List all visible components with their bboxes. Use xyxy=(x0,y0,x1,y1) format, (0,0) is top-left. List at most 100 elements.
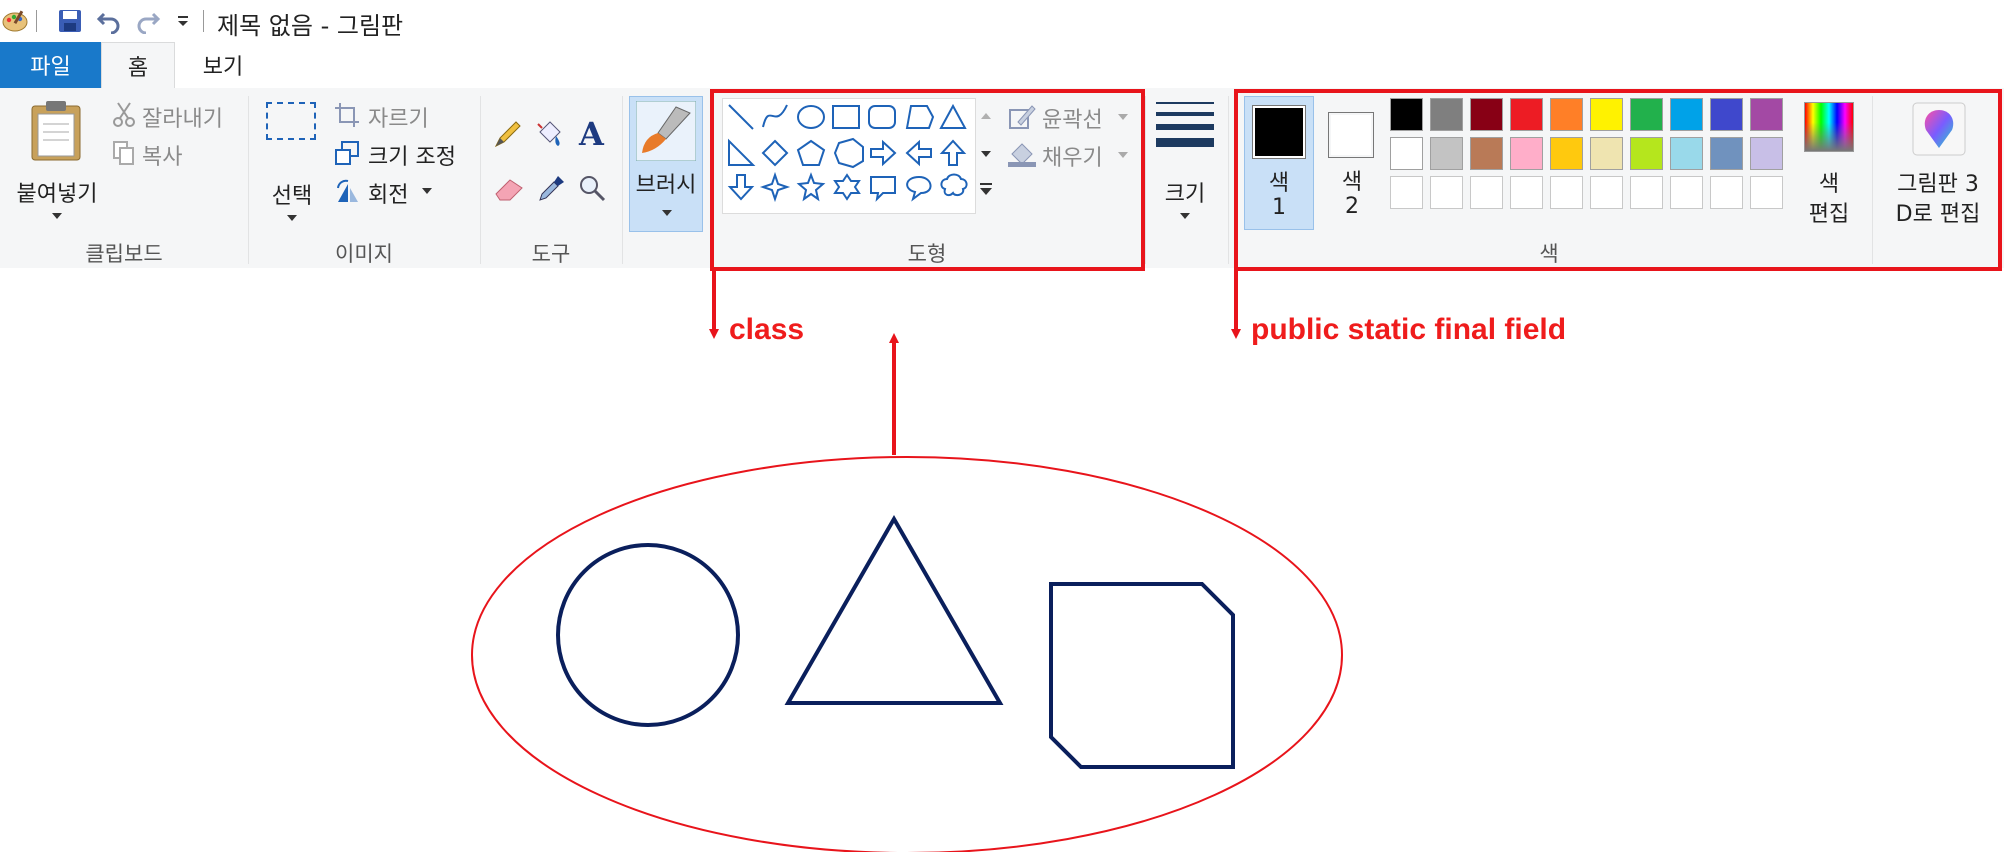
edit-colors-button[interactable]: 색 편집 xyxy=(1800,102,1858,232)
shapes-gallery xyxy=(722,98,976,214)
copy-label: 복사 xyxy=(142,145,183,170)
chevron-down-icon xyxy=(287,215,297,221)
right-triangle-shape-icon xyxy=(728,138,756,166)
palette-swatch[interactable] xyxy=(1750,137,1783,170)
tab-home[interactable]: 홈 xyxy=(101,42,175,89)
size-label: 크기 xyxy=(1164,182,1206,207)
custom-color-slot[interactable] xyxy=(1750,176,1783,209)
oval-shape-icon xyxy=(797,105,825,129)
group-separator xyxy=(1228,96,1229,264)
ribbon: 붙여넣기 잘라내기 복사 클립보드 선택 자르기 크기 조정 회전 이미지 A … xyxy=(0,88,2004,268)
group-separator xyxy=(622,96,623,264)
rotate-button[interactable]: 회전 xyxy=(334,176,454,208)
resize-button[interactable]: 크기 조정 xyxy=(334,138,474,170)
palette-swatch[interactable] xyxy=(1630,98,1663,131)
palette-swatch[interactable] xyxy=(1470,137,1503,170)
palette-swatch[interactable] xyxy=(1590,98,1623,131)
palette-swatch[interactable] xyxy=(1510,137,1543,170)
palette-swatch[interactable] xyxy=(1510,98,1543,131)
palette-swatch[interactable] xyxy=(1430,98,1463,131)
pencil-icon[interactable] xyxy=(492,118,524,150)
custom-color-slot[interactable] xyxy=(1510,176,1543,209)
resize-icon xyxy=(335,141,359,165)
color-picker-icon[interactable] xyxy=(536,172,566,204)
custom-color-slot[interactable] xyxy=(1670,176,1703,209)
palette-swatch[interactable] xyxy=(1470,98,1503,131)
line-shape-icon xyxy=(728,104,754,130)
gallery-scroll-down-icon[interactable] xyxy=(980,150,992,158)
brush-icon xyxy=(636,101,696,161)
group-separator xyxy=(248,96,249,264)
cut-button[interactable]: 잘라내기 xyxy=(112,100,242,132)
magnifier-icon[interactable] xyxy=(576,172,608,204)
gallery-scroll-up-icon[interactable] xyxy=(980,112,992,120)
palette-swatch[interactable] xyxy=(1710,137,1743,170)
crop-label: 자르기 xyxy=(368,107,429,132)
paint-app-icon[interactable] xyxy=(0,6,30,36)
color1-button[interactable]: 색 1 xyxy=(1244,96,1314,230)
tab-file[interactable]: 파일 xyxy=(0,42,101,88)
group-label-colors: 색 xyxy=(1539,242,1559,266)
select-button[interactable]: 선택 xyxy=(258,102,326,232)
crop-button[interactable]: 자르기 xyxy=(334,100,454,132)
undo-icon[interactable] xyxy=(94,6,124,36)
color2-swatch xyxy=(1331,115,1371,155)
tab-view[interactable]: 보기 xyxy=(202,55,244,80)
outline-button[interactable]: 윤곽선 xyxy=(1008,102,1138,133)
palette-swatch[interactable] xyxy=(1550,137,1583,170)
custom-color-slot[interactable] xyxy=(1430,176,1463,209)
edit-with-paint3d-button[interactable]: 그림판 3 D로 편집 xyxy=(1880,102,1998,232)
rainbow-color-icon xyxy=(1804,102,1854,152)
fill-icon xyxy=(1008,143,1036,167)
redo-icon[interactable] xyxy=(133,6,163,36)
palette-swatch[interactable] xyxy=(1590,137,1623,170)
color1-frame xyxy=(1252,105,1306,159)
size-button[interactable]: 크기 xyxy=(1152,100,1218,230)
color2-label: 색 xyxy=(1341,170,1363,195)
text-tool-icon[interactable]: A xyxy=(576,116,608,150)
curve-shape-icon xyxy=(762,104,788,128)
palette-swatch[interactable] xyxy=(1430,137,1463,170)
palette-swatch[interactable] xyxy=(1710,98,1743,131)
custom-color-slot[interactable] xyxy=(1630,176,1663,209)
brush-button[interactable]: 브러시 xyxy=(629,96,703,232)
save-icon[interactable] xyxy=(55,6,85,36)
color2-frame xyxy=(1328,112,1374,158)
palette-swatch[interactable] xyxy=(1630,137,1663,170)
customize-dropdown-icon[interactable] xyxy=(168,6,198,36)
copy-button[interactable]: 복사 xyxy=(112,138,212,170)
rect-callout-shape-icon xyxy=(870,176,896,202)
diamond-shape-icon xyxy=(761,139,789,167)
gallery-expand-icon[interactable] xyxy=(979,182,993,196)
outline-label: 윤곽선 xyxy=(1042,108,1103,133)
palette-swatch[interactable] xyxy=(1670,98,1703,131)
custom-color-slot[interactable] xyxy=(1470,176,1503,209)
ribbon-tabs: 파일 홈 보기 xyxy=(0,42,2004,89)
palette-swatch[interactable] xyxy=(1670,137,1703,170)
fill-bucket-icon[interactable] xyxy=(534,118,566,150)
palette-swatch[interactable] xyxy=(1750,98,1783,131)
color2-button[interactable]: 색 2 xyxy=(1320,96,1384,230)
shapes-ellipse xyxy=(471,456,1343,852)
hexagon-shape-icon xyxy=(833,137,864,169)
custom-color-slot[interactable] xyxy=(1590,176,1623,209)
colors-group-highlight xyxy=(1234,89,2002,271)
eraser-icon[interactable] xyxy=(492,174,526,204)
fill-button[interactable]: 채우기 xyxy=(1008,140,1138,171)
custom-color-slot[interactable] xyxy=(1550,176,1583,209)
color1-number: 1 xyxy=(1272,195,1286,220)
palette-swatch[interactable] xyxy=(1390,98,1423,131)
pentagon-shape-icon xyxy=(796,139,826,166)
paste-button[interactable]: 붙여넣기 xyxy=(12,100,102,230)
chevron-down-icon xyxy=(422,188,432,194)
color1-swatch xyxy=(1255,108,1303,156)
triangle-shape-icon xyxy=(939,103,967,129)
custom-color-slot[interactable] xyxy=(1710,176,1743,209)
palette-swatch[interactable] xyxy=(1550,98,1583,131)
color2-number: 2 xyxy=(1345,194,1359,219)
palette-swatch[interactable] xyxy=(1390,137,1423,170)
custom-color-slot[interactable] xyxy=(1390,176,1423,209)
down-arrow-shape-icon xyxy=(727,174,755,201)
left-arrow-shape-icon xyxy=(905,139,932,167)
